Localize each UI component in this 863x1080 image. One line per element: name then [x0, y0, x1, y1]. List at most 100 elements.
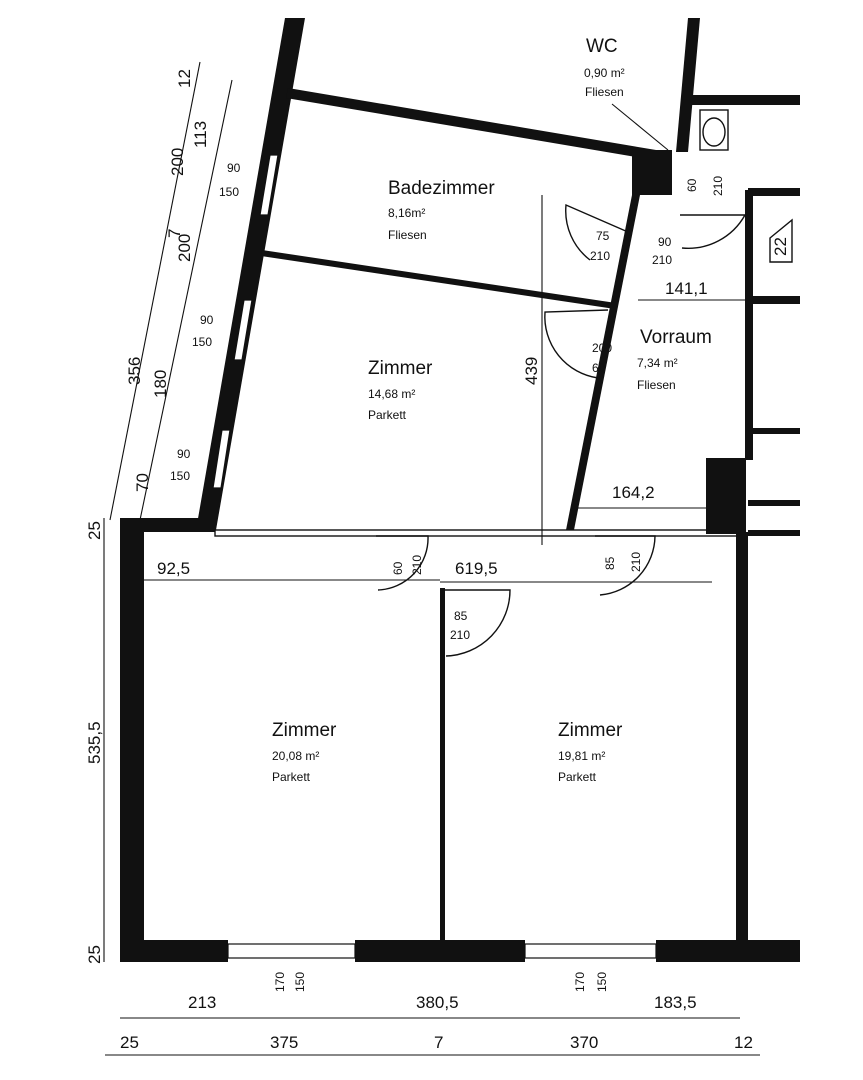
room-zimmer-top-name: Zimmer	[368, 358, 433, 379]
winb1-b: 150	[293, 972, 307, 992]
wall-left-lower	[120, 518, 144, 962]
dim-line-outer-slanted	[109, 61, 201, 521]
wall-bath-zimmer	[261, 250, 616, 309]
wall-vorraum-right	[745, 190, 753, 460]
door-wc-b: 210	[711, 176, 725, 196]
dim-183-5: 183,5	[654, 993, 697, 1012]
door-wc-a: 60	[685, 178, 699, 192]
dim-25-bot: 25	[120, 1033, 139, 1052]
dim-200a: 200	[168, 148, 187, 176]
wall-bath-top	[286, 88, 668, 162]
wall-wc-right	[676, 18, 700, 152]
dim-25-left: 25	[85, 521, 104, 540]
door-bot1-b: 210	[410, 555, 424, 575]
window-bottom-2	[524, 943, 657, 959]
door-entry-b: 210	[652, 253, 672, 267]
dim-113: 113	[191, 121, 210, 148]
wall-lower-divider	[440, 588, 445, 942]
door-arc-entry	[680, 214, 747, 250]
dim-164-2: 164,2	[612, 483, 655, 502]
wall-bottom-2	[355, 940, 525, 962]
room-zimmer-left-name: Zimmer	[272, 720, 337, 741]
winb2-a: 170	[573, 972, 587, 992]
wall-bottom-1	[120, 940, 228, 962]
win3-top: 90	[177, 447, 191, 461]
toilet-bowl	[702, 117, 726, 147]
win1-top: 90	[227, 161, 241, 175]
win2-bot: 150	[192, 335, 212, 349]
dim-619-5: 619,5	[455, 559, 498, 578]
wall-bottom-3	[656, 940, 800, 962]
door-bad-a: 75	[596, 229, 610, 243]
door-bot3-b: 210	[450, 628, 470, 642]
wall-right-stub-5	[748, 500, 800, 506]
door-arc-bot3	[442, 589, 511, 657]
dim-line-wc-leader	[611, 103, 669, 151]
toilet-cistern	[699, 109, 729, 151]
door-entry-a: 90	[658, 235, 672, 249]
dim-213: 213	[188, 993, 216, 1012]
door-bad-b: 210	[590, 249, 610, 263]
wall-right-stub-3	[748, 296, 800, 304]
win1-bot: 150	[219, 185, 239, 199]
room-bad-name: Badezimmer	[388, 178, 495, 199]
dim-141-1: 141,1	[665, 279, 708, 298]
dim-7: 7	[165, 229, 184, 238]
dim-70: 70	[133, 473, 152, 492]
wall-right-stub-1	[690, 95, 800, 105]
win2-top: 90	[200, 313, 214, 327]
window-bottom-1	[227, 943, 356, 959]
door-arc-bot1	[376, 535, 429, 591]
room-wc-name: WC	[586, 36, 618, 57]
room-zimmer-left-floor: Parkett	[272, 770, 311, 784]
door-arc-bad	[565, 203, 629, 261]
dim-439: 439	[522, 357, 541, 385]
room-wc-area: 0,90 m²	[584, 66, 625, 80]
room-vorraum-area: 7,34 m²	[637, 356, 678, 370]
room-zimmer-top-floor: Parkett	[368, 408, 407, 422]
dim-380-5: 380,5	[416, 993, 459, 1012]
door-bot2-b: 210	[629, 552, 643, 572]
door-bot3-a: 85	[454, 609, 468, 623]
door-arc-bot2	[595, 535, 656, 596]
room-zimmer-right-name: Zimmer	[558, 720, 623, 741]
dim-356: 356	[125, 357, 144, 385]
win3-bot: 150	[170, 469, 190, 483]
window-left-2	[233, 299, 253, 361]
dim-375: 375	[270, 1033, 298, 1052]
room-vorraum-name: Vorraum	[640, 327, 712, 348]
dim-370: 370	[570, 1033, 598, 1052]
dim-25-bottom-left: 25	[85, 945, 104, 964]
room-zimmer-right-floor: Parkett	[558, 770, 597, 784]
room-bad-floor: Fliesen	[388, 228, 427, 242]
dim-12-bot: 12	[734, 1033, 753, 1052]
room-zimmer-right-area: 19,81 m²	[558, 749, 605, 763]
wall-right-stub-6	[748, 530, 800, 536]
window-left-1	[259, 154, 279, 216]
room-vorraum-floor: Fliesen	[637, 378, 676, 392]
room-zimmer-top-area: 14,68 m²	[368, 387, 415, 401]
wall-right-stub-2	[748, 188, 800, 196]
door-bot2-a: 85	[603, 556, 617, 570]
dim-7-bot: 7	[434, 1033, 443, 1052]
room-wc-floor: Fliesen	[585, 85, 624, 99]
room-zimmer-left-area: 20,08 m²	[272, 749, 319, 763]
dim-92-5: 92,5	[157, 559, 190, 578]
stair-label: 22	[771, 237, 790, 256]
door-arc-zimmer	[544, 309, 609, 379]
wall-right-lower	[736, 532, 748, 952]
door-zim-a: 200	[592, 341, 612, 355]
dim-535-5: 535,5	[85, 721, 104, 764]
wall-corner-top-left	[120, 518, 215, 532]
dim-line-inner-slanted	[139, 79, 233, 521]
room-bad-area: 8,16m²	[388, 206, 425, 220]
door-bot1-a: 60	[391, 561, 405, 575]
stair-symbol	[769, 218, 793, 263]
winb2-b: 150	[595, 972, 609, 992]
dim-180: 180	[151, 370, 170, 398]
dim-12-top: 12	[175, 69, 194, 88]
wall-zimmer-right	[566, 195, 640, 530]
winb1-a: 170	[273, 972, 287, 992]
wall-left-slanted	[196, 18, 305, 530]
